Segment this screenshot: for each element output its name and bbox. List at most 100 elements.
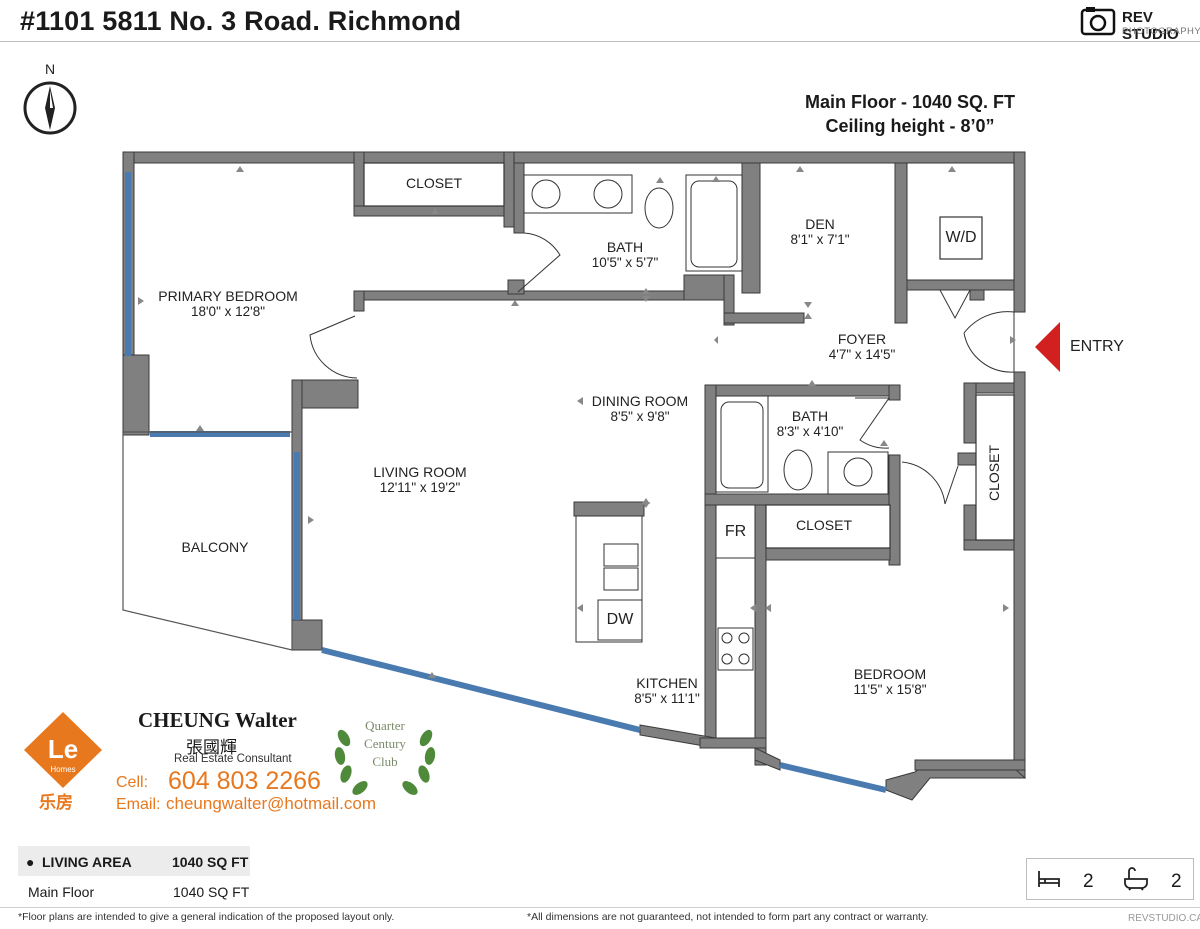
entry-label: ENTRY xyxy=(1070,338,1124,355)
entry-arrow-icon xyxy=(1035,322,1060,372)
area-main-floor-row: Main Floor 1040 SQ FT xyxy=(18,876,250,906)
kitchen-sink-icon xyxy=(603,567,639,591)
dishwasher-box xyxy=(597,599,643,641)
wd-label: W/D xyxy=(945,229,977,246)
room-counts: 2 2 xyxy=(1026,858,1194,900)
kitchen-sink-icon xyxy=(603,543,639,567)
sink-icon xyxy=(593,179,623,209)
cell-number: 604 803 2266 xyxy=(168,767,321,795)
area-header-value: 1040 SQ FT xyxy=(172,854,249,870)
bathtub-count-icon xyxy=(1124,867,1148,891)
living-area-table: ● LIVING AREA 1040 SQ FT Main Floor 1040… xyxy=(18,846,250,906)
mid-closet-label: CLOSET xyxy=(795,517,852,533)
fridge-box xyxy=(715,504,756,559)
mid-closet-box xyxy=(765,504,891,549)
toilet2-icon xyxy=(783,449,813,491)
badge-line-1: Quarter xyxy=(365,718,405,733)
burner xyxy=(721,632,733,644)
washer-dryer-box xyxy=(939,216,983,260)
bedroom-name: BEDROOM xyxy=(853,666,927,682)
property-address-title: #1101 5811 No. 3 Road. Richmond xyxy=(20,6,462,36)
foyer-label: FOYER 4'7" x 14'5" xyxy=(812,331,912,363)
bath1-label: BATH 10'5" x 5'7" xyxy=(570,239,680,271)
primary-bedroom-label: PRIMARY BEDROOM 18'0" x 12'8" xyxy=(148,288,308,320)
bedroom-dim: 11'5" x 15'8" xyxy=(853,682,927,697)
compass-label: N xyxy=(45,61,55,77)
bath2-name: BATH xyxy=(791,408,829,424)
cell-label: Cell: xyxy=(116,774,149,791)
burner xyxy=(738,653,750,665)
footer-disclaimer-left: *Floor plans are intended to give a gene… xyxy=(18,911,395,923)
bed-icon xyxy=(1038,871,1060,887)
quarter-century-club-badge-icon: Quarter Century Club xyxy=(334,718,436,795)
dishwasher-label: DW xyxy=(606,611,634,628)
le-homes-logo-icon: Le Homes 乐房 xyxy=(24,712,102,813)
area-row-value: 1040 SQ FT xyxy=(173,884,250,900)
dining-room-dim: 8'5" x 9'8" xyxy=(610,409,670,424)
dimension-markers xyxy=(138,166,1016,678)
foyer-name: FOYER xyxy=(837,331,887,347)
den-label: DEN 8'1" x 7'1" xyxy=(770,216,870,248)
bathtub-inner xyxy=(690,180,738,268)
entry-door-swing xyxy=(963,311,1015,373)
bathtub2-inner xyxy=(720,401,764,489)
le-logo-cn: 乐房 xyxy=(39,792,73,813)
badge-line-2: Century xyxy=(364,736,406,751)
area-header-label: LIVING AREA xyxy=(42,854,132,870)
bathroom-count: 2 xyxy=(1171,871,1182,892)
sink2-icon xyxy=(843,457,873,487)
windows xyxy=(125,172,887,793)
compass-icon: N xyxy=(23,61,77,135)
primary-bedroom-dim: 18'0" x 12'8" xyxy=(190,304,266,319)
email-address: cheungwalter@hotmail.com xyxy=(166,794,377,813)
area-header-row: ● LIVING AREA 1040 SQ FT xyxy=(18,846,250,876)
camera-logo-icon xyxy=(1080,7,1116,36)
kitchen-name: KITCHEN xyxy=(636,675,698,691)
floor-area-line: Main Floor - 1040 SQ. FT xyxy=(804,92,1016,112)
bath1-name: BATH xyxy=(606,239,644,255)
bath2-door-swing xyxy=(855,397,890,449)
kitchen-dim: 8'5" x 11'1" xyxy=(634,691,700,706)
bath1-dim: 10'5" x 5'7" xyxy=(591,255,659,270)
foyer-dim: 4'7" x 14'5" xyxy=(828,347,896,362)
email-label: Email: xyxy=(116,796,161,813)
agent-name: CHEUNG Walter xyxy=(138,708,297,732)
living-room-label: LIVING ROOM 12'11" x 19'2" xyxy=(355,464,485,496)
ceiling-height-line: Ceiling height - 8’0” xyxy=(825,116,995,136)
living-room-dim: 12'11" x 19'2" xyxy=(379,480,461,495)
floor-plan xyxy=(122,151,1060,801)
footer-divider xyxy=(0,907,1200,908)
top-closet-box xyxy=(363,162,505,207)
logo-subtitle: PHOTOGRAPHY xyxy=(1122,26,1200,37)
dining-room-name: DINING ROOM xyxy=(591,393,689,409)
footer-website: REVSTUDIO.CA xyxy=(1128,913,1200,924)
kitchen-label: KITCHEN 8'5" x 11'1" xyxy=(617,675,717,707)
badge-line-3: Club xyxy=(372,754,397,769)
bedroom-label: BEDROOM 11'5" x 15'8" xyxy=(840,666,940,698)
laundry-door-icon xyxy=(939,289,971,320)
le-logo-sub: Homes xyxy=(50,765,75,774)
agent-name-cn: 張國輝 xyxy=(186,738,237,757)
closet-door-swing xyxy=(901,461,959,505)
bath1-door-swing xyxy=(517,232,561,293)
bath2-dim: 8'3" x 4'10" xyxy=(776,424,844,439)
bullet-icon: ● xyxy=(26,854,35,870)
area-row-label: Main Floor xyxy=(28,884,95,900)
burner xyxy=(721,653,733,665)
footer-disclaimer-right: *All dimensions are not guaranteed, not … xyxy=(527,911,929,923)
toilet-icon xyxy=(644,187,674,229)
living-room-name: LIVING ROOM xyxy=(373,464,467,480)
header-divider xyxy=(0,41,1200,42)
balcony-outline xyxy=(122,431,293,651)
sink-icon xyxy=(531,179,561,209)
right-closet-box xyxy=(975,394,1015,541)
den-name: DEN xyxy=(805,216,835,232)
agent-title: Real Estate Consultant xyxy=(174,753,292,765)
logo-name: REV STUDIO xyxy=(1122,9,1179,43)
den-dim: 8'1" x 7'1" xyxy=(790,232,850,247)
burner xyxy=(738,632,750,644)
primary-door-swing xyxy=(309,315,358,379)
right-closet-label: CLOSET xyxy=(986,445,1002,502)
floor-info: Main Floor - 1040 SQ. FT Ceiling height … xyxy=(760,90,1060,138)
bedroom-count: 2 xyxy=(1083,871,1094,892)
